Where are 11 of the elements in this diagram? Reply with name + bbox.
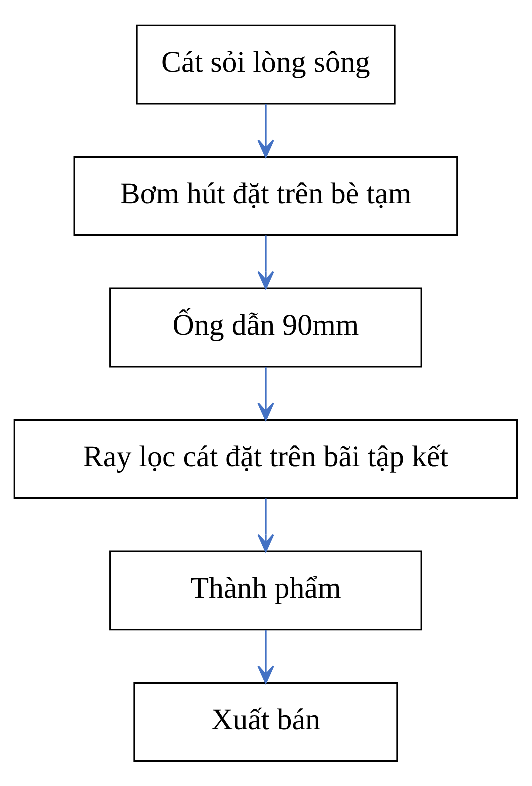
arrow xyxy=(258,235,274,289)
arrow xyxy=(258,630,274,684)
node-box: Thành phẩm xyxy=(110,550,422,630)
node-box: Ray lọc cát đặt trên bãi tập kết xyxy=(14,418,518,499)
arrow xyxy=(258,366,274,420)
node-box: Ống dẫn 90mm xyxy=(110,287,422,368)
node-box: Bơm hút đặt trên bè tạm xyxy=(74,156,458,236)
arrow xyxy=(258,104,274,158)
node-box: Xuất bán xyxy=(134,682,398,762)
node-box: Cát sỏi lòng sông xyxy=(136,24,396,104)
arrow xyxy=(258,498,274,552)
